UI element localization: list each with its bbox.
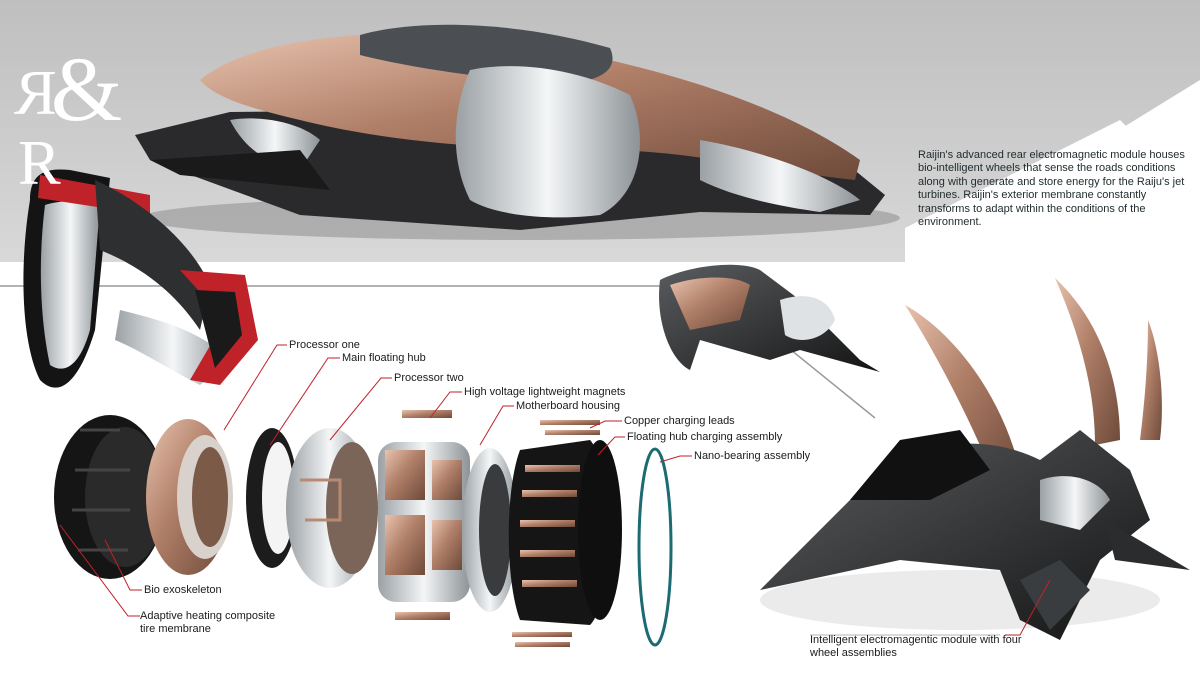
logo-letter-right: R — [18, 127, 61, 198]
folded-module — [659, 264, 880, 372]
label-processor-two: Processor two — [394, 372, 464, 384]
hero-car — [135, 24, 900, 240]
leader-intelligent-module — [1005, 579, 1051, 636]
label-floating-hub-charging: Floating hub charging assembly — [627, 431, 783, 443]
label-bio-exoskeleton: Bio exoskeleton — [144, 584, 222, 596]
cutaway-wheel — [23, 169, 258, 388]
label-motherboard-housing: Motherboard housing — [516, 400, 620, 412]
leader-nano-bearing — [659, 455, 692, 463]
leader-bio-exoskeleton — [104, 539, 142, 591]
label-intelligent-module: Intelligent electromagentic module with … — [810, 634, 1022, 659]
white-wedge — [905, 80, 1200, 262]
brand-logo: R&R — [18, 43, 148, 198]
leader-magnets — [429, 391, 462, 419]
label-main-floating-hub: Main floating hub — [342, 352, 426, 364]
label-copper-charging-leads: Copper charging leads — [624, 415, 735, 427]
leader-copper-leads — [589, 420, 622, 429]
label-high-voltage-magnets: High voltage lightweight magnets — [464, 386, 626, 398]
leader-processor-one — [223, 344, 287, 431]
leader-processor-two — [329, 377, 392, 441]
leader-lines — [59, 344, 1051, 636]
leader-main-hub — [269, 357, 340, 446]
leader-motherboard — [479, 405, 514, 446]
logo-ampersand: & — [50, 38, 123, 140]
label-processor-one: Processor one — [289, 339, 360, 351]
leader-floating-hub — [597, 436, 625, 456]
label-nano-bearing: Nano-bearing assembly — [694, 450, 811, 462]
exploded-wheel-assembly — [54, 410, 673, 647]
label-adaptive-heating: Adaptive heating composite tire membrane — [140, 610, 276, 635]
leader-adaptive — [59, 524, 140, 617]
open-module — [760, 278, 1190, 640]
description-text: Raijin's advanced rear electromagnetic m… — [918, 149, 1185, 229]
